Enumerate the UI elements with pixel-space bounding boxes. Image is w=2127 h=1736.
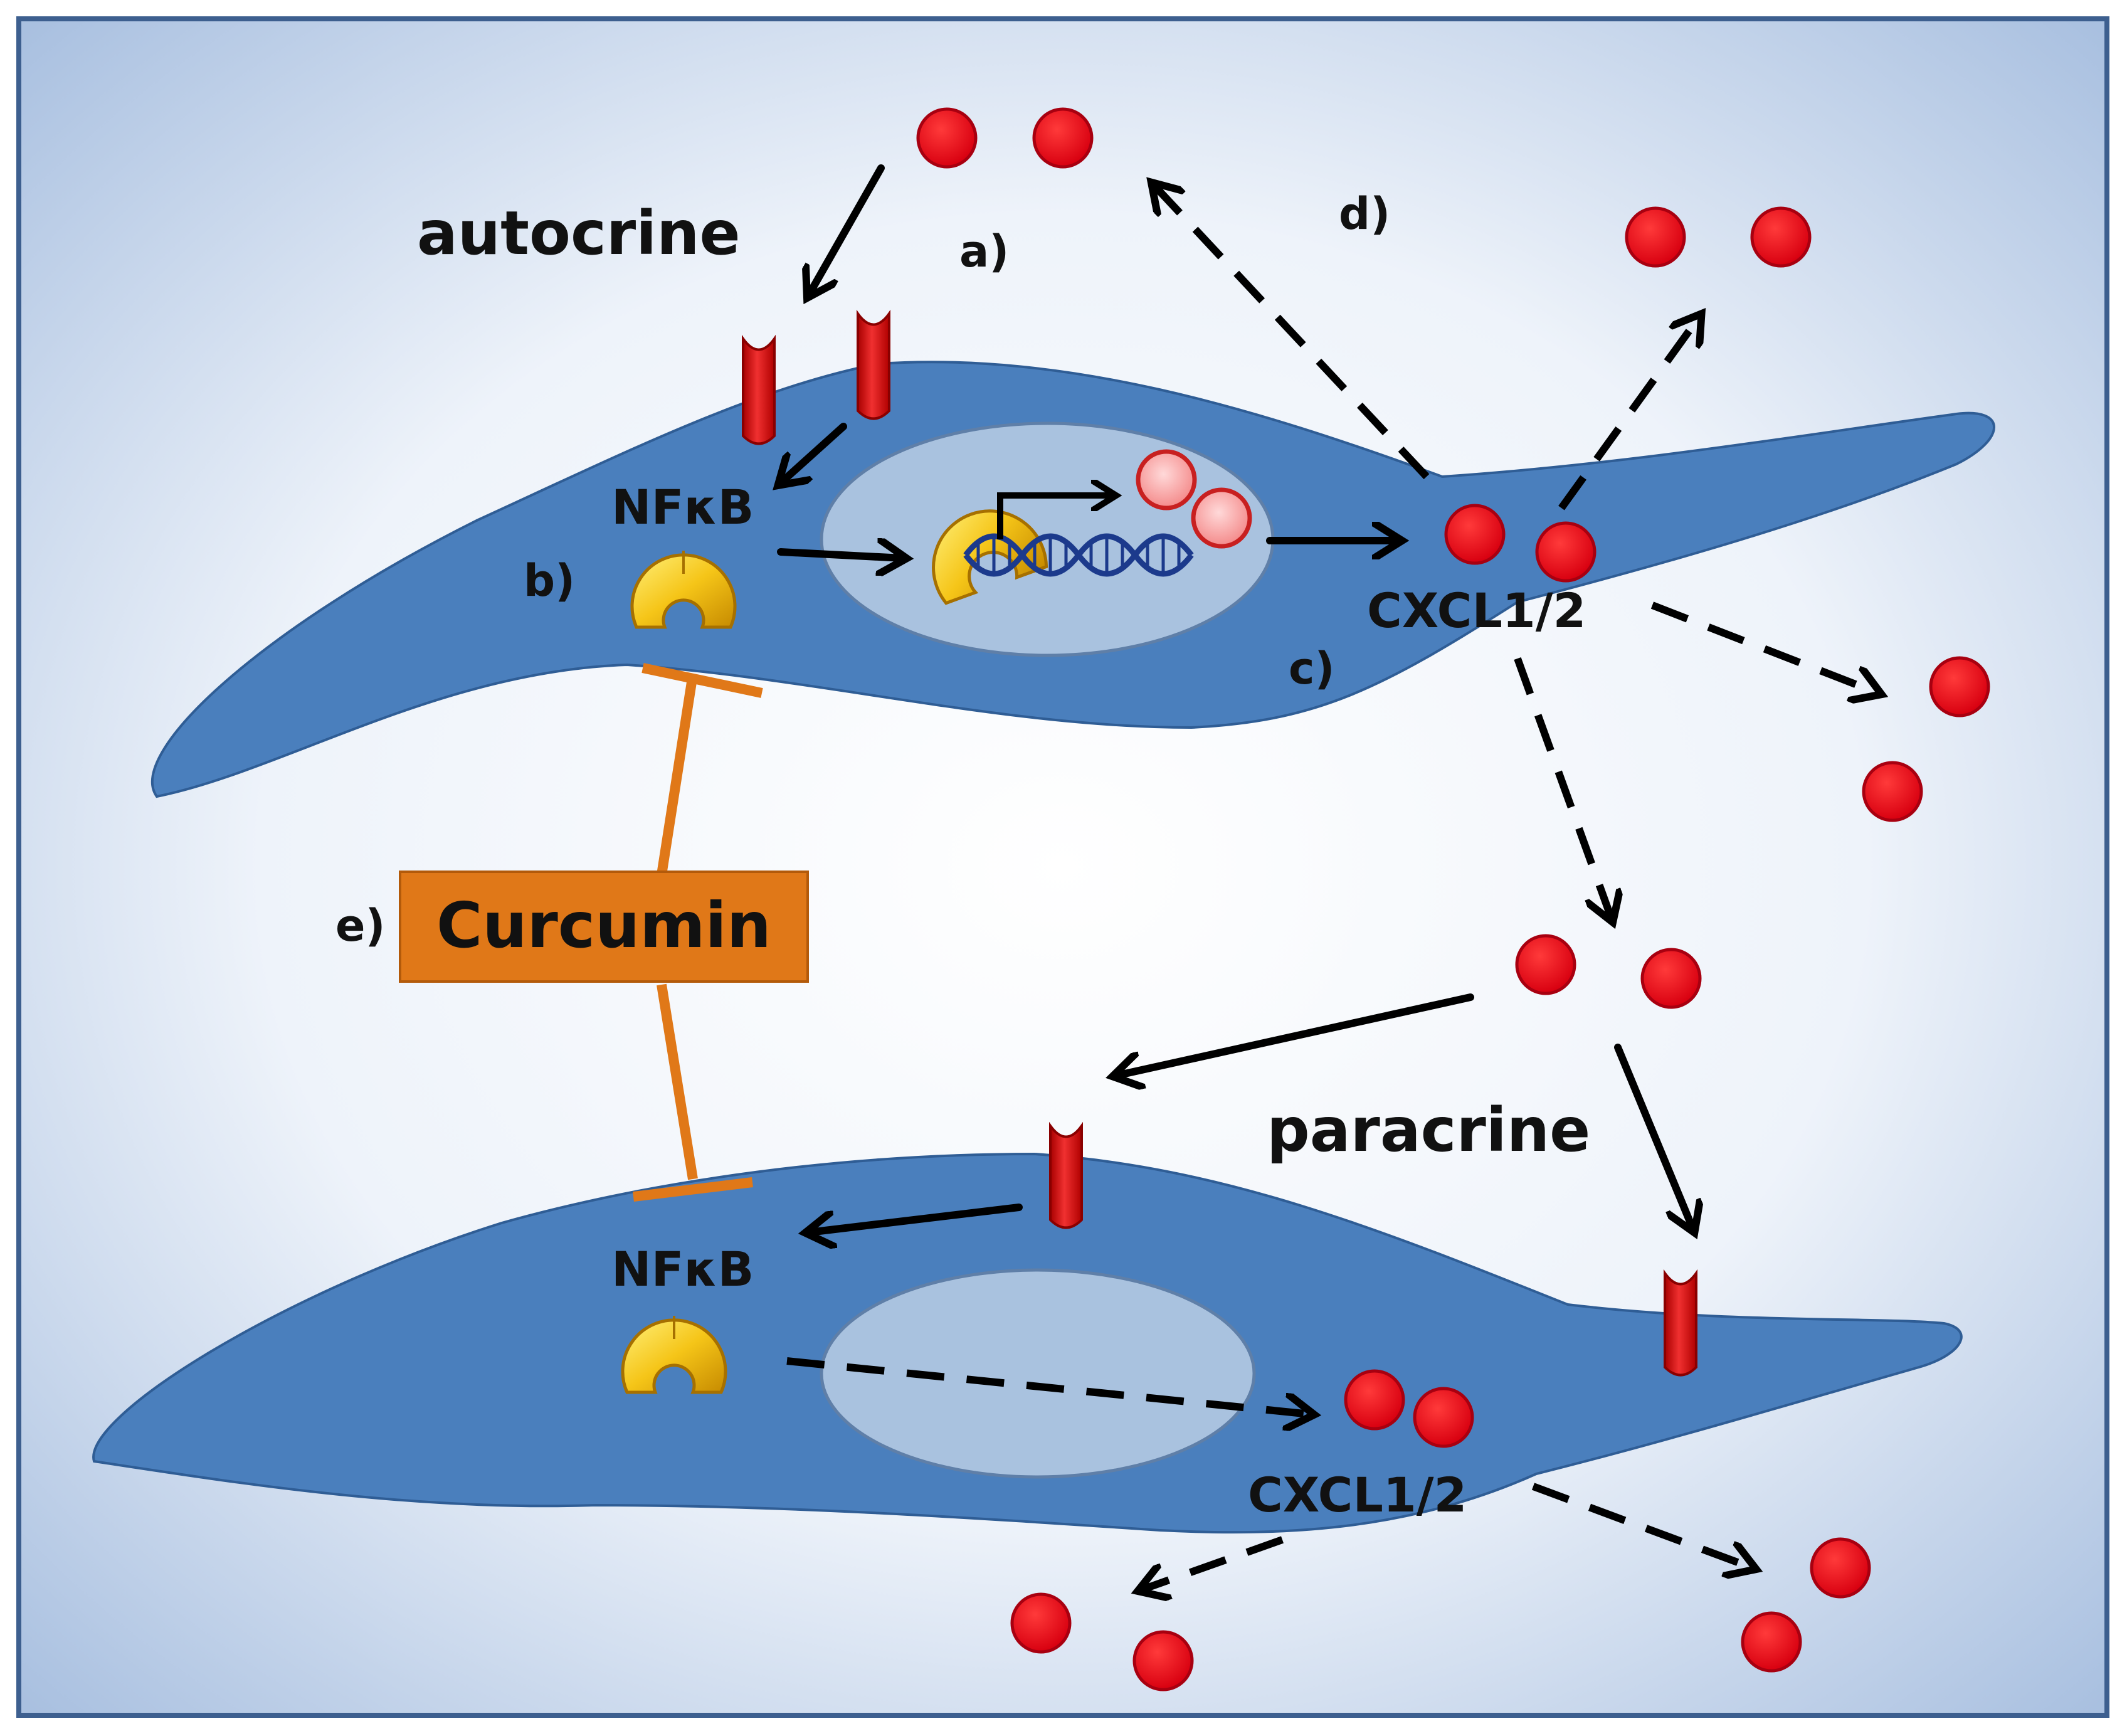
chemokine-dot — [1862, 761, 1923, 822]
arrow-receptor-to-nfkb-bottom — [809, 1204, 1023, 1232]
chemokine-dot — [1413, 1387, 1474, 1448]
label-d: d) — [1339, 188, 1390, 240]
chemokine-dot — [1640, 948, 1702, 1009]
chemokine-dot — [1010, 1592, 1072, 1654]
cxcl-bottom-label: CXCL1/2 — [1248, 1467, 1467, 1523]
cxcl-top-label: CXCL1/2 — [1367, 583, 1586, 638]
solid-arrows — [777, 164, 1693, 1232]
label-b: b) — [524, 555, 575, 606]
arrow-autocrine-in — [809, 164, 885, 295]
arrow-paracrine-to-receptor — [1116, 993, 1474, 1076]
receptor-bottom-left — [1049, 1121, 1083, 1229]
chemokine-dot — [1515, 934, 1576, 995]
receptor-top-left — [742, 334, 776, 445]
chemokine-dot — [1535, 521, 1597, 583]
arrow-bottom-left-release — [1141, 1536, 1284, 1590]
chemokine-dot — [916, 107, 978, 169]
nfkb-bottom-label: NFκB — [611, 1241, 754, 1297]
autocrine-label: autocrine — [417, 198, 741, 268]
arrow-nfkb-to-cxcl-bottom — [786, 1357, 1311, 1414]
chemokine-dot — [1810, 1537, 1871, 1599]
arrow-secretion-down — [1514, 657, 1612, 919]
chemokine-dots — [916, 107, 1990, 1691]
nascent-chemokine-1 — [1136, 449, 1197, 511]
chemokine-dot — [1132, 1630, 1194, 1691]
chemokine-dot — [1929, 656, 1990, 717]
arrow-secretion-d — [1154, 185, 1430, 480]
arrow-receptor-to-nfkb — [781, 423, 847, 483]
label-e: e) — [335, 900, 385, 951]
arrow-secretion-up-right — [1558, 317, 1699, 511]
nfkb-icon-bottom — [621, 1316, 727, 1394]
dashed-arrows — [786, 185, 1878, 1590]
chemokine-dot — [1444, 504, 1506, 565]
chemokine-dot — [1032, 107, 1094, 169]
transcription-arrow — [997, 495, 1113, 539]
receptor-top-right — [857, 309, 890, 420]
receptor-bottom-right — [1664, 1269, 1697, 1377]
chemokine-dot — [1625, 206, 1686, 268]
nascent-chemokine-2 — [1191, 487, 1252, 549]
nfkb-dna-icon — [932, 509, 1048, 605]
dna-icon — [963, 533, 1194, 577]
nfkb-top-label: NFκB — [611, 479, 754, 535]
curcumin-box — [399, 871, 809, 983]
label-a: a) — [959, 226, 1009, 277]
chemokine-dot — [1741, 1611, 1802, 1673]
curcumin-inhibition — [633, 663, 763, 1202]
bottom-nucleus — [820, 1268, 1256, 1479]
curcumin-label: Curcumin — [436, 889, 771, 962]
nfkb-icon-top — [630, 551, 737, 629]
paracrine-label: paracrine — [1267, 1095, 1590, 1165]
arrow-secretion-right — [1650, 601, 1878, 693]
chemokine-dot — [1750, 206, 1812, 268]
arrow-nfkb-to-nucleus — [777, 552, 903, 558]
label-c: c) — [1289, 643, 1335, 694]
chemokine-dot — [1344, 1369, 1405, 1431]
arrow-paracrine-right — [1614, 1044, 1693, 1229]
arrow-bottom-right-release — [1531, 1483, 1753, 1568]
